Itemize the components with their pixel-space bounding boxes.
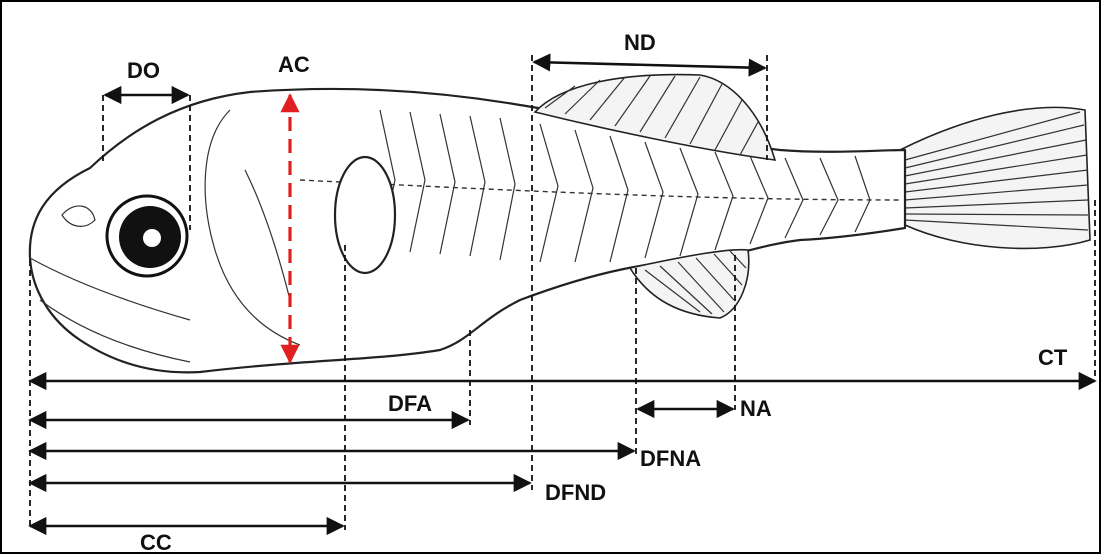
label-ac: AC [278,52,310,77]
label-dfnd: DFND [545,480,606,505]
caudal-fin [900,107,1090,248]
nd-arrow [534,62,765,68]
label-cc: CC [140,530,172,554]
label-dfa: DFA [388,391,432,416]
eye [107,196,187,276]
label-do: DO [127,58,160,83]
fish-larva-illustration [30,75,1090,373]
label-nd: ND [624,30,656,55]
gut [335,157,395,273]
label-ct: CT [1038,345,1068,370]
label-na: NA [740,396,772,421]
label-dfna: DFNA [640,446,701,471]
